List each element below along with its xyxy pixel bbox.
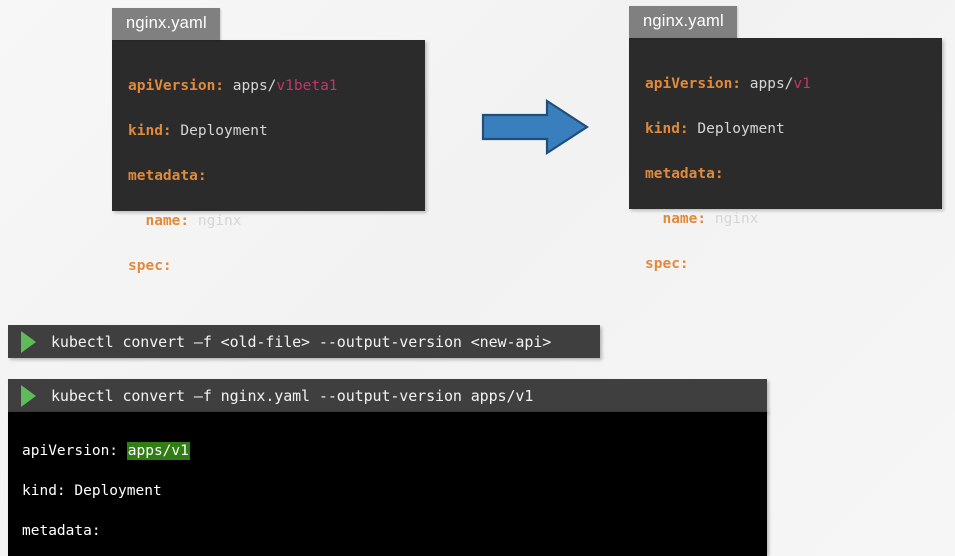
code-value: Deployment (688, 121, 785, 137)
right-arrow-icon (481, 98, 590, 156)
code-version: v1beta1 (276, 78, 338, 94)
code-key: name: (662, 211, 707, 227)
conversion-arrow (481, 98, 590, 156)
code-key: apiVersion: (645, 76, 742, 92)
command-text-example: kubectl convert –f nginx.yaml --output-v… (51, 386, 534, 405)
code-key: kind: (645, 121, 689, 137)
code-value: nginx (189, 213, 242, 229)
code-value: apps/ (224, 78, 277, 94)
terminal-line: kind: Deployment (22, 481, 767, 501)
command-bar-generic[interactable]: kubectl convert –f <old-file> --output-v… (8, 325, 600, 358)
code-indent (128, 213, 145, 229)
highlighted-api-version: apps/v1 (126, 442, 190, 460)
code-key: metadata: (645, 166, 724, 182)
code-indent (645, 211, 662, 227)
terminal-line: apiVersion: apps/v1 (22, 441, 767, 461)
code-line: name: nginx (645, 208, 926, 231)
code-line: spec: (645, 253, 926, 276)
code-line: apiVersion: apps/v1beta1 (128, 75, 409, 98)
code-version: v1 (793, 76, 811, 92)
code-value: nginx (706, 211, 759, 227)
code-line: metadata: (645, 163, 926, 186)
code-value: Deployment (171, 123, 268, 139)
code-block-before: apiVersion: apps/v1beta1 kind: Deploymen… (112, 39, 425, 274)
terminal-line-text: apiVersion: (22, 443, 127, 459)
code-line: metadata: (128, 165, 409, 188)
code-key: spec: (645, 256, 689, 272)
yaml-card-before: nginx.yaml apiVersion: apps/v1beta1 kind… (112, 8, 425, 274)
code-key: spec: (128, 258, 172, 274)
terminal-line-text: kind: Deployment (22, 483, 162, 499)
play-icon (21, 384, 36, 407)
code-key: kind: (128, 123, 172, 139)
code-line: apiVersion: apps/v1 (645, 73, 926, 96)
command-bar-example[interactable]: kubectl convert –f nginx.yaml --output-v… (8, 379, 767, 412)
code-key: apiVersion: (128, 78, 225, 94)
yaml-card-after: nginx.yaml apiVersion: apps/v1 kind: Dep… (629, 6, 942, 272)
terminal-output[interactable]: apiVersion: apps/v1 kind: Deployment met… (8, 412, 767, 556)
code-value: apps/ (741, 76, 794, 92)
file-tab-after[interactable]: nginx.yaml (629, 6, 737, 38)
terminal-line-text: metadata: (22, 523, 101, 539)
code-key: name: (145, 213, 190, 229)
command-text-generic: kubectl convert –f <old-file> --output-v… (51, 332, 552, 351)
code-line: kind: Deployment (645, 118, 926, 141)
terminal-line: metadata: (22, 521, 767, 541)
code-line: spec: (128, 255, 409, 278)
play-icon (21, 330, 36, 353)
code-block-after: apiVersion: apps/v1 kind: Deployment met… (629, 37, 942, 272)
file-tab-before[interactable]: nginx.yaml (112, 8, 220, 40)
code-line: kind: Deployment (128, 120, 409, 143)
code-line: name: nginx (128, 210, 409, 233)
code-key: metadata: (128, 168, 207, 184)
